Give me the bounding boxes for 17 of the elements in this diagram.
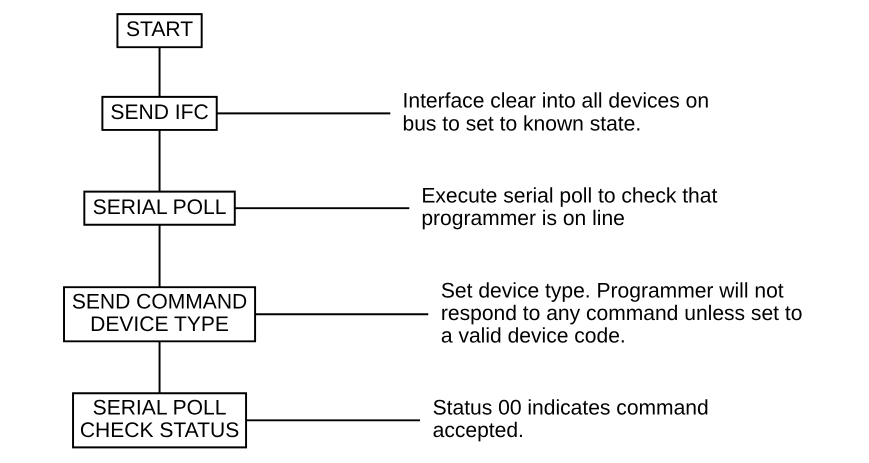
node-box: SERIAL POLL CHECK STATUS <box>72 392 248 448</box>
connector <box>158 342 161 394</box>
node-text: Interface clear into all devices on bus to set to known state. <box>402 90 710 136</box>
connector <box>158 224 161 288</box>
connector <box>158 130 161 192</box>
node-box: SEND IFC <box>101 96 218 131</box>
connector <box>255 313 428 316</box>
connector <box>235 207 410 210</box>
node-text: Execute serial poll to check that programmer is on line <box>421 184 718 230</box>
node-box: SERIAL POLL <box>83 190 236 226</box>
connector <box>246 419 420 422</box>
node-box: START <box>116 13 203 48</box>
connector <box>216 112 390 114</box>
node-box: SEND COMMAND DEVICE TYPE <box>63 286 256 342</box>
node-text: Status 00 indicates command accepted. <box>432 396 709 442</box>
node-text: Set device type. Programmer will not respond to any command unless set to a valid device code. <box>440 279 802 348</box>
connector <box>158 48 161 97</box>
